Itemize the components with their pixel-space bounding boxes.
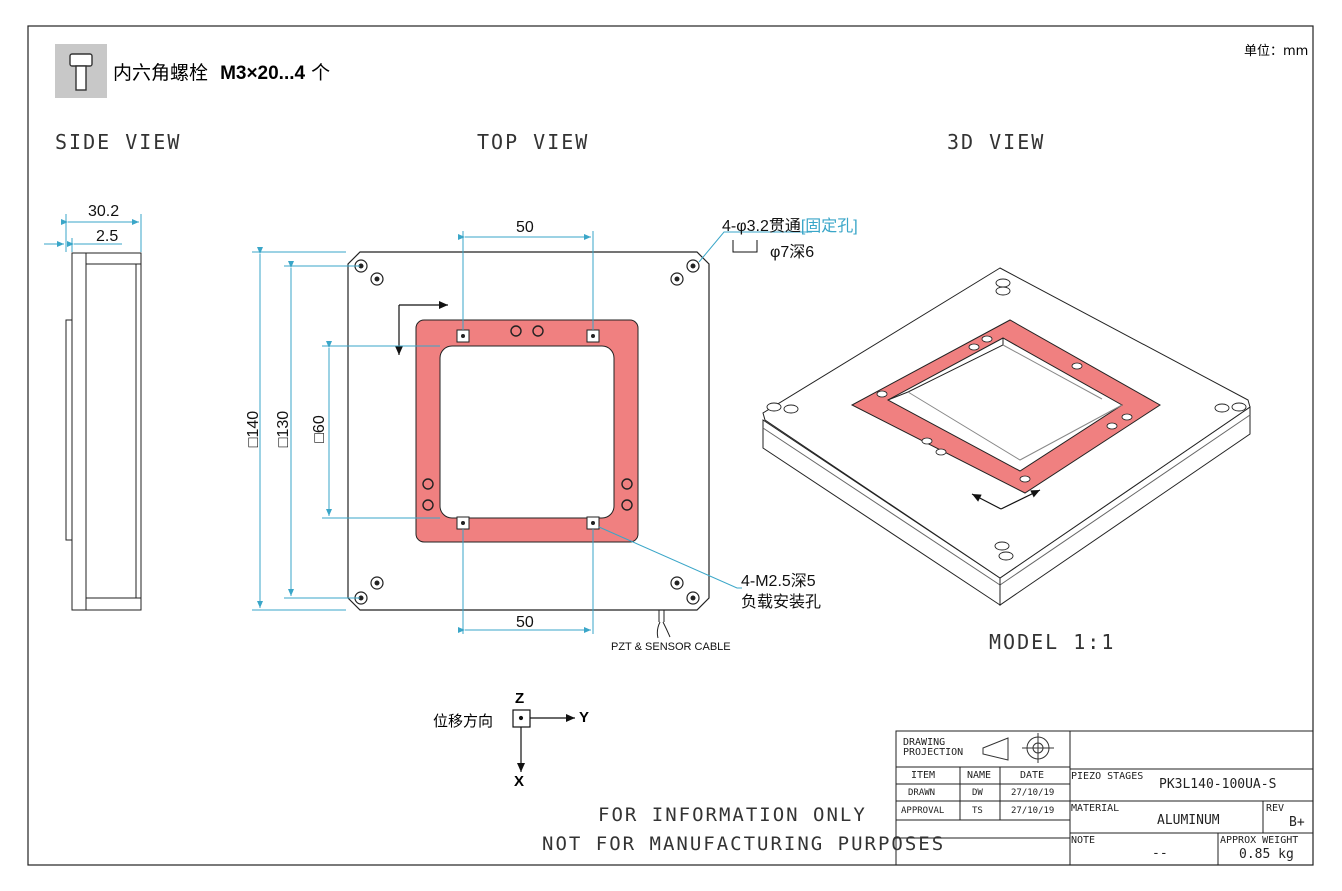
bolt-spec: M3×20...4 <box>220 63 306 84</box>
model-scale: MODEL 1:1 <box>989 630 1116 654</box>
note-value: -- <box>1152 846 1168 861</box>
through-hole-callout: 4-φ3.2贯通[固定孔] <box>722 212 858 236</box>
rev-label: REV <box>1266 803 1285 814</box>
top-view-dimensions <box>252 231 812 634</box>
approval-date: 27/10/19 <box>1011 806 1055 816</box>
unit-label: 单位：mm <box>1244 44 1309 59</box>
projection-line1: DRAWING <box>903 737 946 748</box>
axis-symbol <box>512 709 575 772</box>
material-label: MATERIAL <box>1071 803 1120 814</box>
sheet-border <box>27 25 1314 866</box>
col-date: DATE <box>1020 770 1045 781</box>
cable-label: PZT & SENSOR CABLE <box>611 641 731 653</box>
dim-aperture-square: □60 <box>311 415 328 443</box>
drawn-label: DRAWN <box>908 788 936 798</box>
col-name: NAME <box>967 770 992 781</box>
approval-label: APPROVAL <box>901 806 945 816</box>
weight-value: 0.85 kg <box>1239 847 1294 862</box>
title-block <box>895 730 1314 866</box>
note-label: NOTE <box>1071 835 1096 846</box>
drawn-date: 27/10/19 <box>1011 788 1055 798</box>
displacement-label: 位移方向 <box>433 712 494 730</box>
tapped-hole-callout: 4-M2.5深5 <box>741 573 816 590</box>
iso-view-title: 3D VIEW <box>947 130 1046 154</box>
bolt-text: 内六角螺栓 <box>113 62 209 84</box>
side-view <box>65 252 142 611</box>
through-hole-tag: [固定孔] <box>800 218 858 235</box>
side-view-dimensions <box>44 214 142 252</box>
side-view-title: SIDE VIEW <box>55 130 182 154</box>
projection-line2: PROJECTION <box>903 747 964 758</box>
dim-side-step: 2.5 <box>96 228 119 245</box>
drawn-name: DW <box>972 788 983 798</box>
through-hole-spec: 4-φ3.2贯通 <box>722 218 801 235</box>
weight-label: APPROX WEIGHT <box>1220 835 1299 846</box>
dim-top-span: 50 <box>516 219 534 236</box>
approval-name: TS <box>972 806 983 816</box>
product-label: PIEZO STAGES <box>1071 771 1144 782</box>
projection-label: DRAWING PROJECTION <box>903 738 963 758</box>
disclaimer-line2: NOT FOR MANUFACTURING PURPOSES <box>542 833 946 855</box>
iso-view <box>762 267 1251 606</box>
hex-bolt-icon <box>55 44 107 98</box>
product-value: PK3L140-100UA-S <box>1159 777 1277 792</box>
dim-bottom-span: 50 <box>516 614 534 631</box>
counterbore-callout: φ7深6 <box>770 244 815 261</box>
tapped-hole-desc: 负载安装孔 <box>741 594 822 611</box>
dim-overall-square: □140 <box>245 410 262 448</box>
disclaimer-line1: FOR INFORMATION ONLY <box>598 804 867 826</box>
top-view <box>347 251 710 639</box>
dim-side-overall: 30.2 <box>88 203 120 220</box>
dim-hole-square: □130 <box>275 410 292 448</box>
rev-value: B+ <box>1289 815 1305 830</box>
col-item: ITEM <box>911 770 936 781</box>
bolt-unit: 个 <box>311 62 331 84</box>
top-view-title: TOP VIEW <box>477 130 590 154</box>
axis-y-label: Y <box>579 709 590 726</box>
bolt-callout: 内六角螺栓 M3×20...4 个 <box>113 58 330 85</box>
axis-z-label: Z <box>515 690 525 707</box>
axis-x-label: X <box>514 773 525 790</box>
material-value: ALUMINUM <box>1157 813 1220 828</box>
